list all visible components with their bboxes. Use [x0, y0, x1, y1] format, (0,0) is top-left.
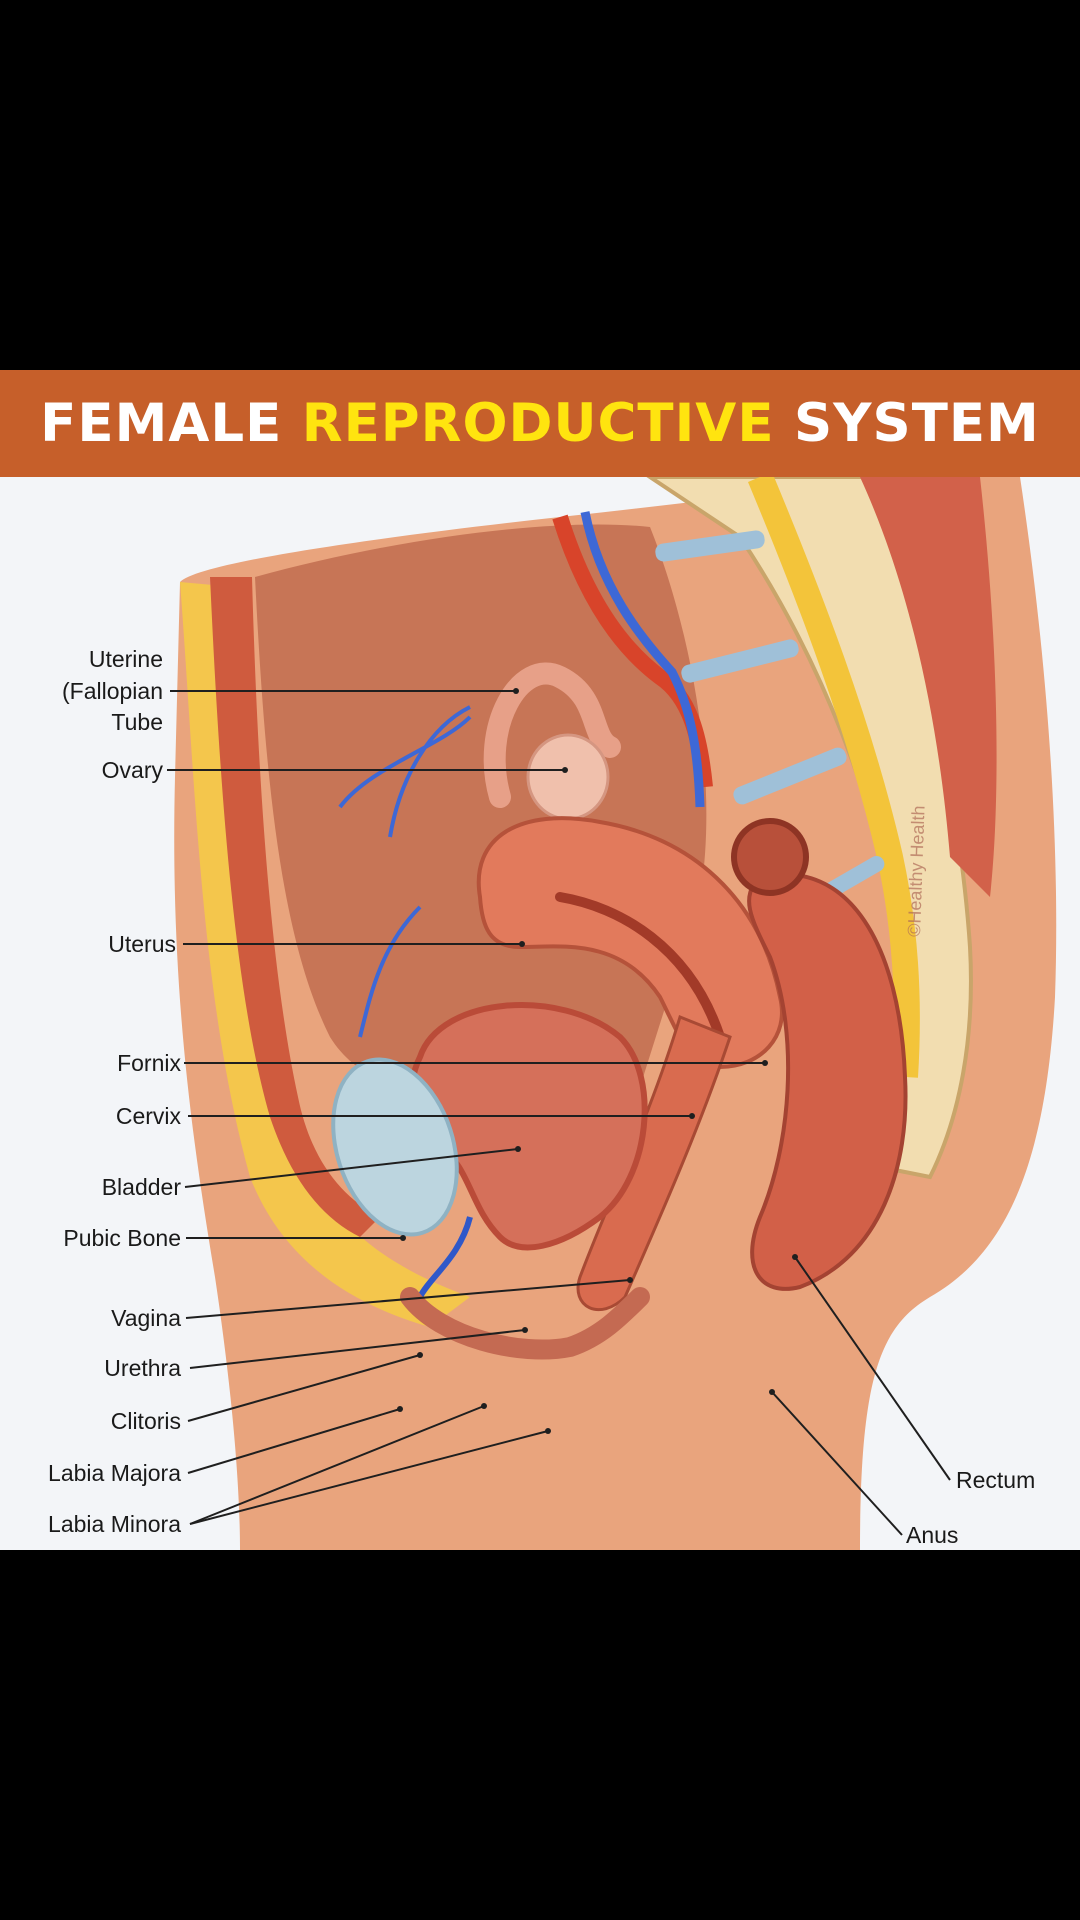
label-fallopian-line1: Uterine	[89, 646, 163, 672]
leader-lines	[167, 690, 951, 1536]
label-fallopian-line2: (Fallopian	[62, 678, 163, 704]
page-title: FEMALE REPRODUCTIVE SYSTEM	[40, 393, 1040, 454]
vein	[580, 511, 705, 808]
label-cervix: Cervix	[116, 1103, 182, 1129]
label-labia-minora: Labia Minora	[48, 1511, 181, 1537]
label-rectum: Rectum	[956, 1467, 1035, 1493]
label-pubic-bone: Pubic Bone	[63, 1225, 181, 1251]
title-banner: FEMALE REPRODUCTIVE SYSTEM	[0, 370, 1080, 477]
label-fallopian-line3: Tube	[111, 709, 163, 735]
label-uterus: Uterus	[108, 931, 176, 957]
fat-layer-front	[180, 582, 470, 1327]
colon-section	[731, 818, 809, 896]
label-vagina: Vagina	[111, 1305, 181, 1331]
abdominal-cavity	[255, 524, 707, 1097]
external-genitalia	[400, 1287, 650, 1360]
title-part-system: SYSTEM	[774, 393, 1040, 454]
labels: Uterine (Fallopian Tube Ovary Uterus For…	[48, 646, 1035, 1548]
pubic-bone	[331, 1057, 459, 1237]
label-clitoris: Clitoris	[111, 1408, 181, 1434]
label-anus: Anus	[906, 1522, 958, 1548]
title-part-reproductive: REPRODUCTIVE	[301, 393, 775, 454]
ovary	[526, 733, 610, 821]
watermark-text: ©Healthy Health	[904, 805, 929, 937]
leader-endpoints	[397, 688, 798, 1434]
label-fornix: Fornix	[117, 1050, 181, 1076]
label-labia-majora: Labia Majora	[48, 1460, 181, 1486]
anatomy-diagram: ©Healthy Health	[0, 477, 1080, 1550]
rectum	[747, 872, 908, 1291]
urethra	[417, 1216, 473, 1299]
label-bladder: Bladder	[102, 1174, 182, 1200]
spinal-cord	[747, 477, 920, 1078]
watermark: ©Healthy Health	[904, 805, 929, 937]
uterine-cavity	[555, 892, 725, 1042]
anatomy-illustration: ©Healthy Health	[48, 477, 1057, 1550]
label-urethra: Urethra	[104, 1355, 181, 1381]
label-ovary: Ovary	[102, 757, 164, 783]
muscle-layer-front	[210, 577, 380, 1237]
branch-vessels	[338, 705, 472, 1038]
back-muscle	[860, 477, 997, 897]
title-part-female: FEMALE	[40, 393, 302, 454]
fallopian-tube	[483, 662, 621, 808]
